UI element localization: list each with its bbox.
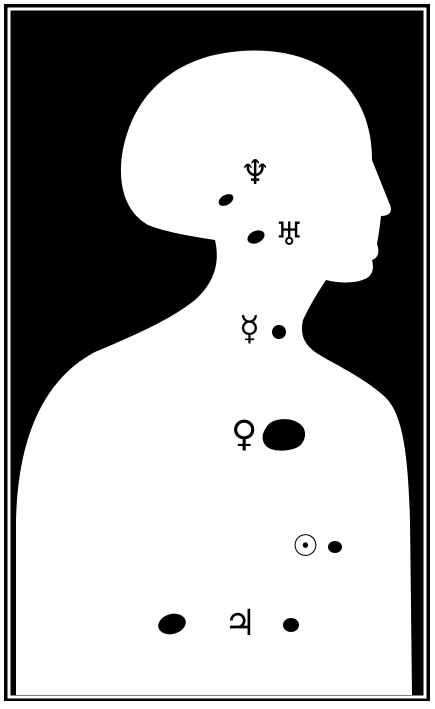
spot-sun [328,541,342,553]
spot-jupiter-right [283,618,299,632]
spot-mercury [272,325,286,339]
mercury-symbol: ☿ [239,312,260,346]
sun-symbol: ☉ [292,532,319,562]
uranus-symbol: ♅ [275,218,304,250]
venus-symbol: ♀ [231,417,257,453]
neptune-symbol: ♆ [240,156,270,190]
jupiter-symbol: ♃ [224,606,256,642]
